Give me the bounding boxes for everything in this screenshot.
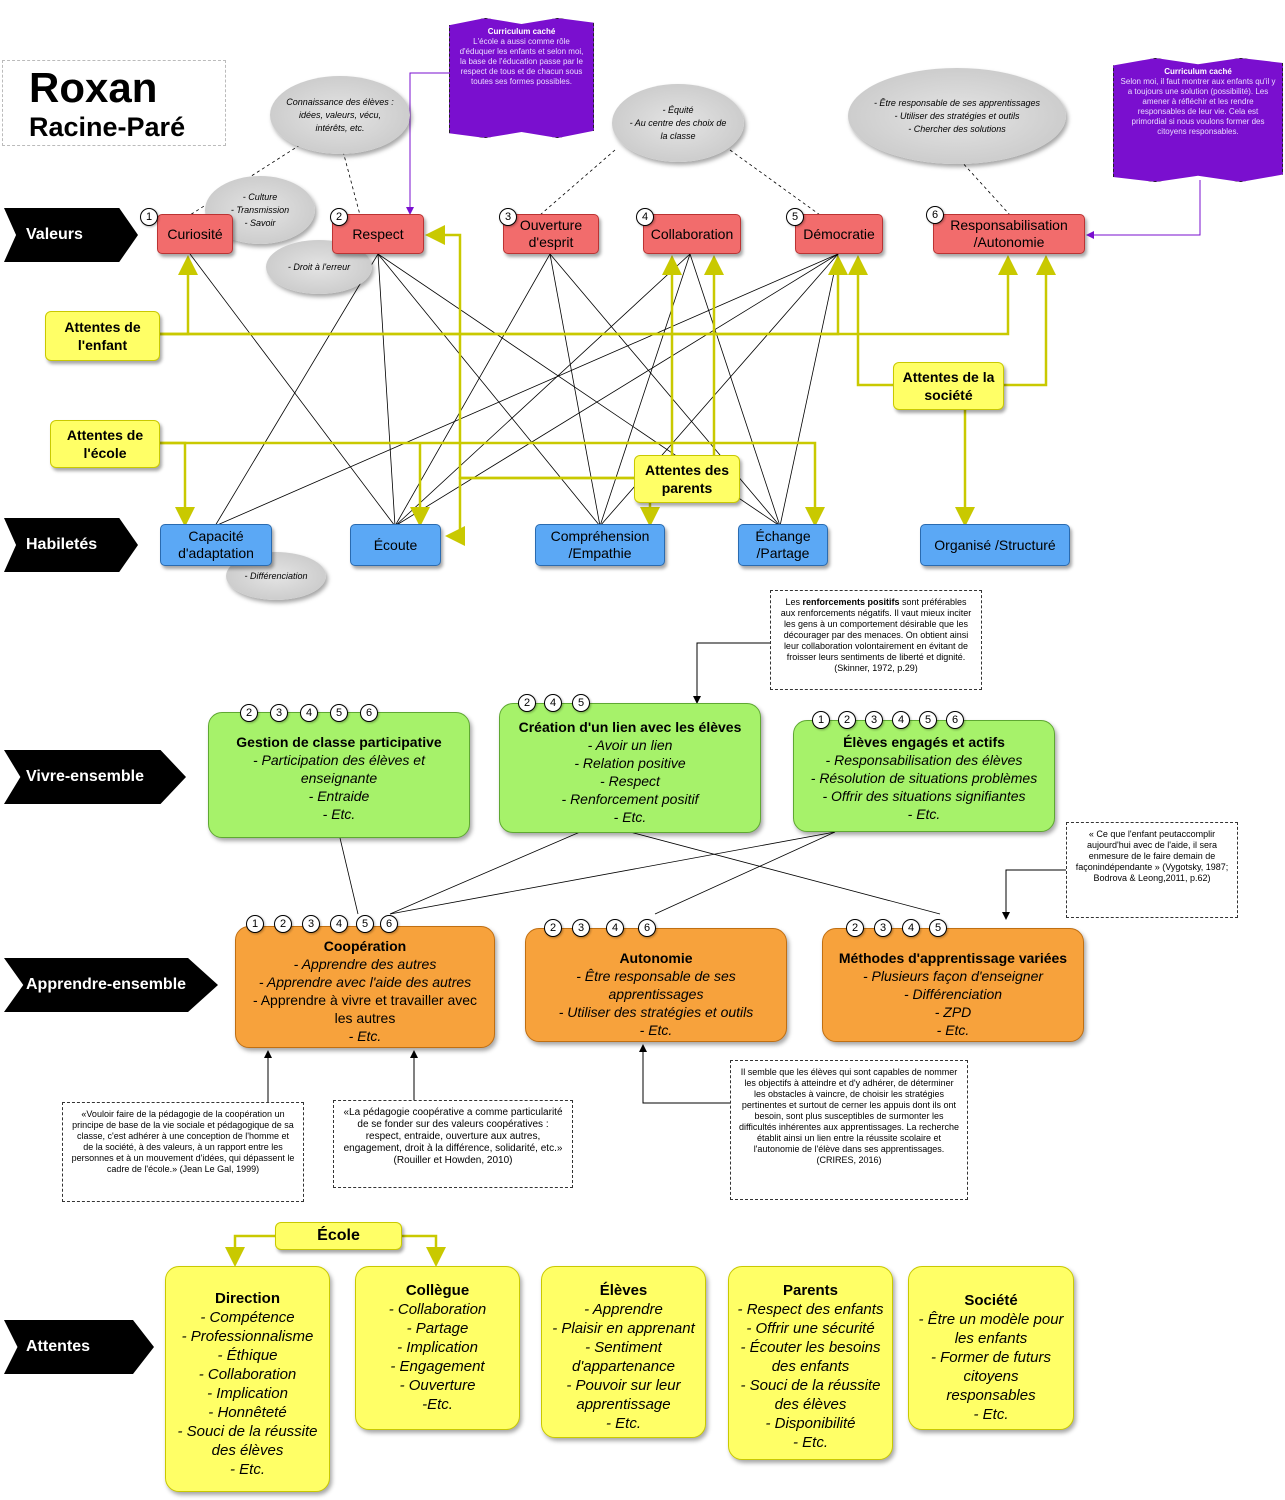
habilete-organise: Organisé /Structuré [920,524,1070,566]
valeur-respect: Respect [332,214,424,254]
habilete-echange: Échange /Partage [738,524,828,566]
valeur-democratie: Démocratie [795,214,883,254]
row-label-apprendre-ensemble: Apprendre-ensemble [4,958,218,1012]
value-number: 3 [865,711,883,729]
valeur-curiosite: Curiosité [157,214,233,254]
attentes-eleves: Élèves - Apprendre - Plaisir en apprenan… [541,1266,706,1438]
value-number: 4 [300,704,318,722]
value-number: 1 [246,915,264,933]
author-last-name: Racine-Paré [29,112,186,142]
attentes-societe-list: Société - Être un modèle pour les enfant… [908,1266,1074,1430]
vivre-eleves-engages: Élèves engagés et actifs - Responsabilis… [793,720,1055,832]
habilete-comprehension: Compréhension /Empathie [535,524,665,566]
apprendre-methodes: Méthodes d'apprentissage variées - Plusi… [822,928,1084,1042]
curriculum-flag-right-title: Curriculum caché [1164,67,1232,76]
valeur-responsabilisation: Responsabilisation /Autonomie [933,214,1085,254]
value-number: 5 [330,704,348,722]
value-number: 6 [638,919,656,937]
habilete-adaptation: Capacité d'adaptation [160,524,272,566]
valeur-number: 3 [499,208,517,226]
value-number: 4 [606,919,624,937]
apprendre-autonomie: Autonomie - Être responsable de ses appr… [525,928,787,1042]
author-first-name: Roxan [29,64,158,111]
value-number: 3 [270,704,288,722]
valeur-number: 4 [636,208,654,226]
cloud-connaissance: Connaissance des élèves : idées, valeurs… [270,76,410,154]
attentes-parents-list: Parents - Respect des enfants - Offrir u… [728,1266,893,1460]
value-number: 1 [812,711,830,729]
valeur-ouverture: Ouverture d'esprit [503,214,599,254]
vivre-gestion-classe: Gestion de classe participative - Partic… [208,712,470,838]
attentes-direction: Direction - Compétence - Professionnalis… [165,1266,330,1492]
attentes-ecole: Attentes de l'école [50,420,160,468]
value-number: 4 [544,694,562,712]
attentes-collegue: Collègue - Collaboration - Partage - Imp… [355,1266,520,1430]
value-number: 6 [946,711,964,729]
curriculum-flag-right: Curriculum caché Selon moi, il faut mont… [1113,58,1283,182]
value-number: 4 [902,919,920,937]
value-number: 2 [838,711,856,729]
value-number: 2 [518,694,536,712]
value-number: 3 [874,919,892,937]
value-number: 2 [544,919,562,937]
attentes-enfant: Attentes de l'enfant [45,311,160,361]
row-label-attentes: Attentes [4,1320,154,1374]
value-number: 5 [356,915,374,933]
attentes-societe: Attentes de la société [893,362,1004,410]
quote-crires: Il semble que les élèves qui sont capabl… [730,1060,968,1200]
quote-skinner: Les renforcements positifs sont préférab… [770,590,982,690]
value-number: 4 [892,711,910,729]
habilete-ecoute: Écoute [350,524,441,566]
attentes-parents: Attentes des parents [634,455,740,503]
value-number: 4 [330,915,348,933]
value-number: 6 [380,915,398,933]
value-number: 3 [302,915,320,933]
row-label-habiletes: Habiletés [4,518,138,572]
vivre-creation-lien: Création d'un lien avec les élèves - Avo… [499,703,761,833]
value-number: 2 [846,919,864,937]
value-number: 2 [274,915,292,933]
curriculum-flag-left-title: Curriculum caché [487,27,556,36]
value-number: 3 [572,919,590,937]
valeur-collaboration: Collaboration [643,214,741,254]
curriculum-flag-left: Curriculum caché L'école a aussi comme r… [449,18,594,138]
author-title: Roxan Racine-Paré [2,60,226,146]
ecole-label: École [275,1222,402,1250]
row-label-vivre-ensemble: Vivre-ensemble [4,750,186,804]
valeur-number: 2 [330,208,348,226]
curriculum-flag-right-text: Selon moi, il faut montrer aux enfants q… [1120,77,1276,136]
row-label-valeurs: Valeurs [4,208,138,262]
curriculum-flag-left-text: L'école a aussi comme rôle d'éduquer les… [459,37,584,86]
cloud-equite: - Équité - Au centre des choix de la cla… [612,84,744,162]
valeur-number: 6 [926,206,944,224]
quote-rouiller: «La pédagogie coopérative a comme partic… [333,1100,573,1188]
value-skill-links [189,253,839,527]
value-number: 2 [240,704,258,722]
quote-vygotsky: « Ce que l'enfant peutaccomplir aujourd'… [1066,822,1238,918]
apprendre-cooperation: Coopération - Apprendre des autres - App… [235,926,495,1048]
cloud-responsable: - Être responsable de ses apprentissages… [848,68,1066,164]
valeur-number: 1 [140,208,158,226]
quote-le-gal: «Vouloir faire de la pédagogie de la coo… [62,1102,304,1202]
value-number: 6 [360,704,378,722]
valeur-number: 5 [786,208,804,226]
value-number: 5 [929,919,947,937]
value-number: 5 [572,694,590,712]
value-number: 5 [919,711,937,729]
